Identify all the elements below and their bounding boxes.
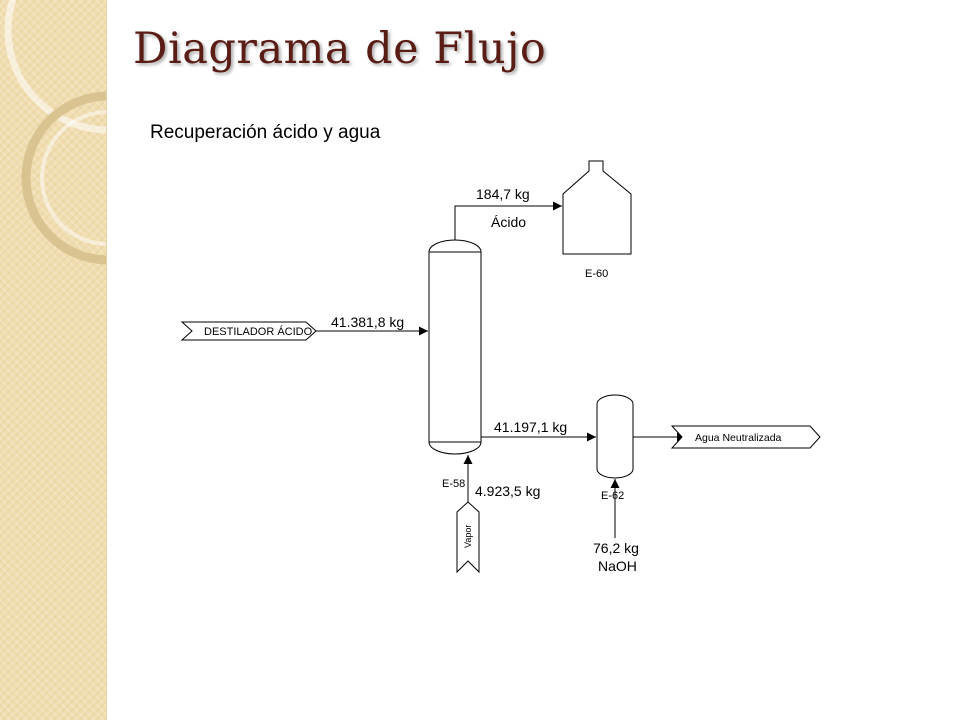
decorative-rings <box>4 0 106 265</box>
destilador-acido-tag: DESTILADOR ÁCIDO <box>180 321 317 341</box>
column-tag: E-58 <box>442 478 465 490</box>
top-product-name: Ácido <box>491 214 526 230</box>
vapor-tag-label: Vapor <box>463 525 473 548</box>
feed-stream-label: 41.381,8 kg <box>331 314 404 330</box>
distillation-column-body <box>428 239 482 455</box>
tank-tag: E-60 <box>585 268 608 280</box>
bottom-product-label: 41.197,1 kg <box>494 419 567 435</box>
acid-storage-tank <box>562 160 632 255</box>
destilador-acido-tag-label: DESTILADOR ÁCIDO <box>204 325 313 338</box>
agua-neutralizada-tag: Agua Neutralizada <box>670 425 821 449</box>
destilador-acido-tag-shape <box>180 321 317 341</box>
decorative-ring-small <box>40 110 106 246</box>
vapor-tag: Vapor <box>456 501 480 574</box>
page-subtitle: Recuperación ácido y agua <box>150 122 381 143</box>
neutralizer-vessel <box>596 394 634 479</box>
top-product-line <box>454 201 562 240</box>
steam-stream-label: 4.923,5 kg <box>475 483 540 499</box>
top-product-mass: 184,7 kg <box>476 186 530 202</box>
agua-neutralizada-tag-label: Agua Neutralizada <box>695 432 782 444</box>
distillation-column <box>428 239 482 455</box>
decorative-ring-medium <box>21 91 106 265</box>
neutralizer-tag: E-62 <box>601 490 624 502</box>
page-title: Diagrama de Flujo <box>133 24 547 74</box>
decorative-ring-large <box>4 0 106 134</box>
agua-neutralizada-tag-shape <box>670 425 821 449</box>
decorative-side-band <box>0 0 107 720</box>
naoh-name-label: NaOH <box>598 558 637 574</box>
naoh-amount-label: 76,2 kg <box>593 540 639 556</box>
